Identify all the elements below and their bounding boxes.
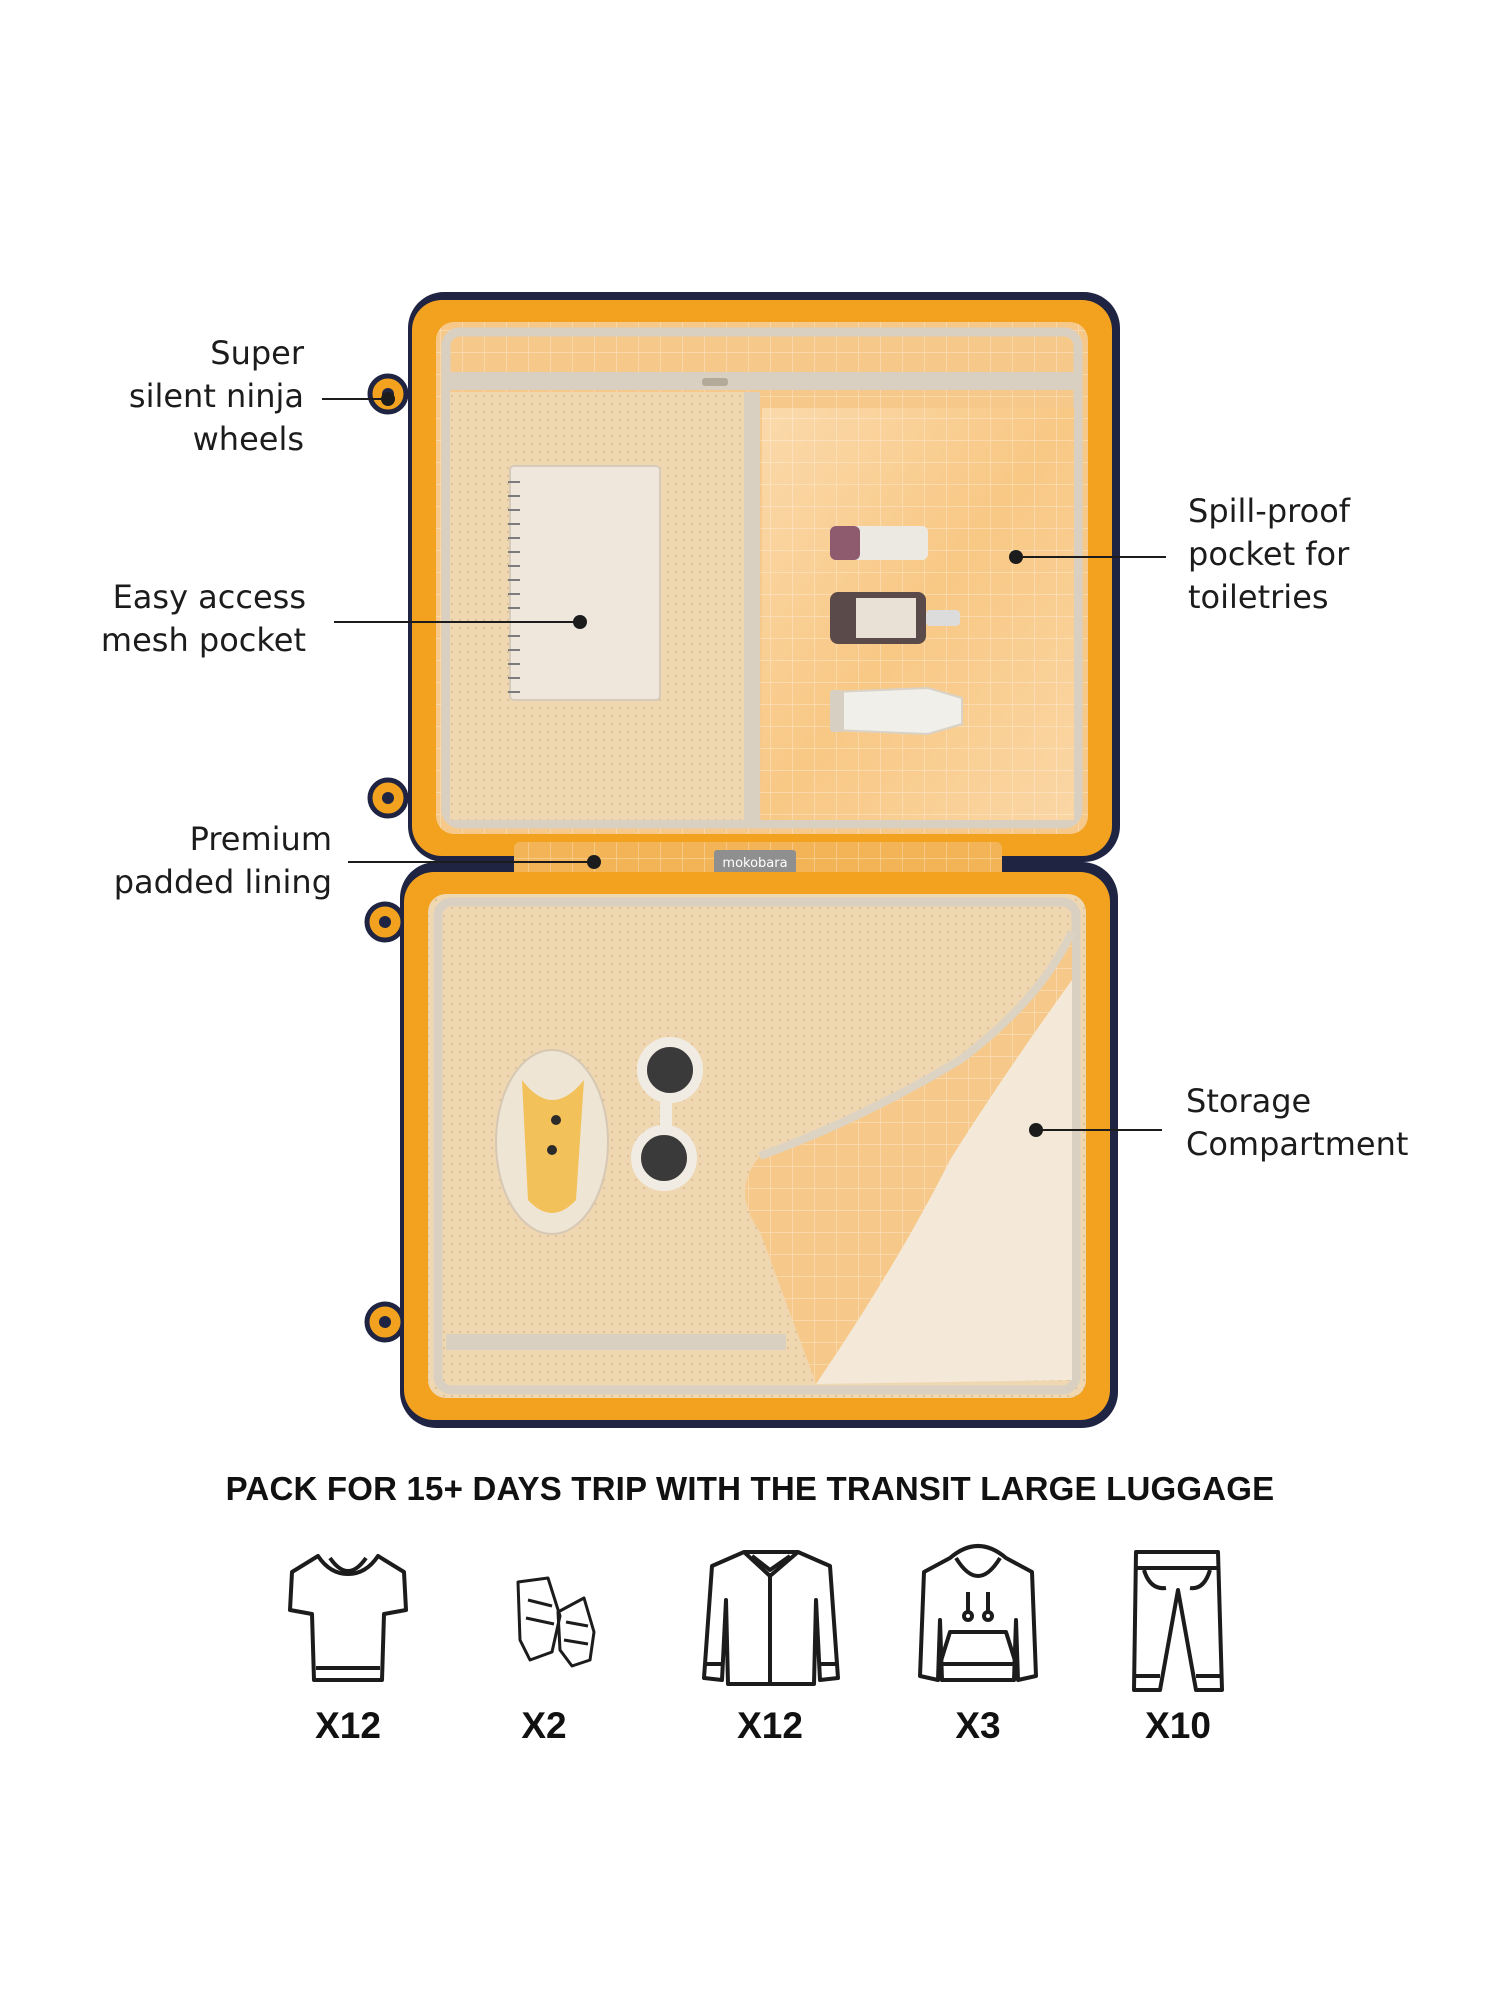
top-zipper	[441, 327, 1083, 829]
pants-icon	[1132, 1550, 1224, 1692]
callout-line-text: wheels	[192, 420, 304, 458]
hoodie-icon	[918, 1544, 1038, 1682]
callout-dot	[1009, 550, 1023, 564]
pants-quantity: X10	[1145, 1705, 1211, 1746]
bottom-zipper	[433, 897, 1081, 1395]
callout-dot	[587, 855, 601, 869]
notebook-icon	[508, 465, 661, 701]
callout-lining: Premium padded lining	[40, 818, 332, 904]
zipper-pull-icon	[702, 378, 728, 386]
callout-line-text: Storage	[1186, 1082, 1312, 1120]
callout-line-text: toiletries	[1188, 578, 1329, 616]
tshirt-quantity: X12	[315, 1705, 381, 1746]
callout-line-text: Compartment	[1186, 1125, 1409, 1163]
storage-compartment-flap	[745, 930, 1076, 1384]
shirt-quantity: X12	[737, 1705, 803, 1746]
capacity-headline: PACK FOR 15+ DAYS TRIP WITH THE TRANSIT …	[225, 1470, 1275, 1507]
wheel-icon	[367, 777, 409, 819]
wheel-icon	[364, 1301, 406, 1343]
callout-dot	[573, 615, 587, 629]
callout-line-text: Spill-proof	[1188, 492, 1351, 530]
shirt-icon	[702, 1550, 840, 1686]
wheel-icon	[364, 901, 406, 943]
callout-line-text: pocket for	[1188, 535, 1350, 573]
sneakers-quantity: X2	[521, 1705, 567, 1746]
callout-line-text: padded lining	[113, 863, 332, 901]
callout-line-text: Super	[210, 334, 304, 372]
callout-line-text: Premium	[189, 820, 332, 858]
sneakers-icon	[516, 1576, 596, 1668]
hoodie-quantity: X3	[955, 1705, 1001, 1746]
callout-line-text: mesh pocket	[100, 621, 306, 659]
sunglasses-icon	[631, 1037, 703, 1191]
callout-dot	[1029, 1123, 1043, 1137]
callout-line-text: Easy access	[112, 578, 306, 616]
toiletry-tube-icon	[830, 686, 963, 736]
toiletry-bottle-icon	[830, 526, 928, 560]
callout-line-text: silent ninja	[128, 377, 304, 415]
brand-tag-text: mokobara	[722, 856, 787, 871]
callout-dot	[381, 392, 395, 406]
brand-tag	[714, 850, 796, 874]
tshirt-icon	[288, 1554, 408, 1682]
callout-wheels: Super silent ninja wheels	[60, 332, 304, 461]
callout-storage: Storage Compartment	[1186, 1080, 1466, 1166]
eye-mask-icon	[495, 1049, 609, 1235]
toiletry-bottle-icon	[830, 592, 960, 644]
callout-mesh-pocket: Easy access mesh pocket	[40, 576, 306, 662]
callout-toiletries: Spill-proof pocket for toiletries	[1188, 490, 1448, 619]
